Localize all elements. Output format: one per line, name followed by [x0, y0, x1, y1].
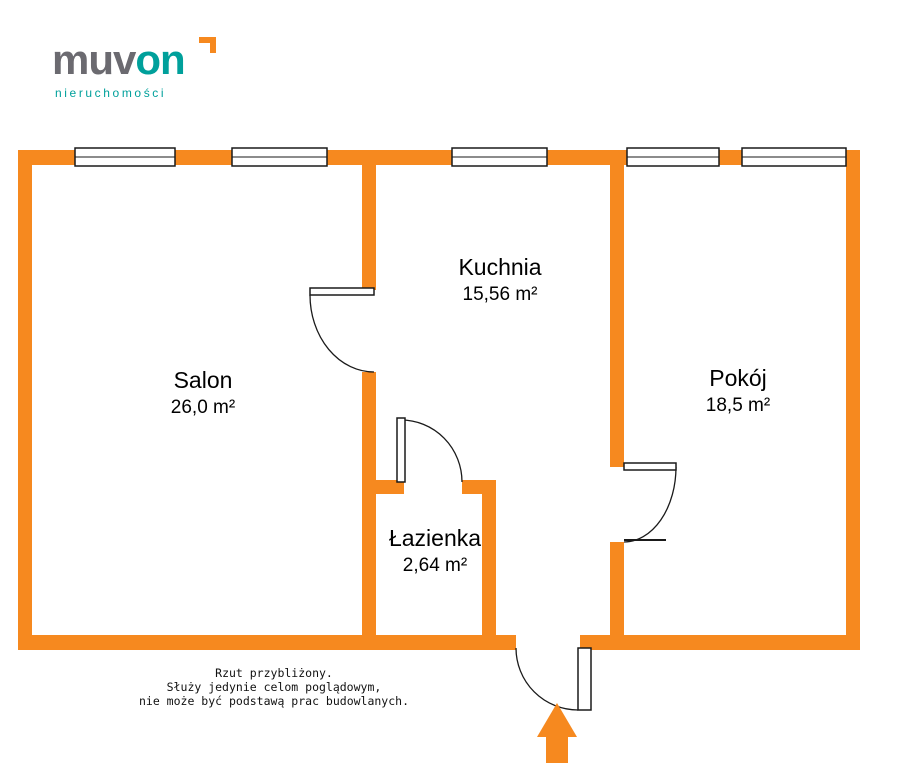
- wall-lazienka-top-left: [376, 480, 404, 494]
- door-leaf: [396, 417, 406, 483]
- brand-on: on: [135, 36, 185, 83]
- wall-salon-kuchnia-lower: [362, 372, 376, 650]
- wall-kuchnia-pokoj-lower: [610, 542, 624, 650]
- room-name: Pokój: [709, 365, 767, 391]
- window: [626, 147, 720, 167]
- room-name: Łazienka: [388, 525, 482, 551]
- room-area: 26,0 m²: [170, 397, 236, 418]
- brand-tagline: nieruchomości: [55, 86, 167, 100]
- logo-arrow-icon: [199, 37, 217, 53]
- door-lazienka: [396, 417, 463, 483]
- door-salon-kuchnia: [309, 287, 375, 373]
- disclaimer-line: nie może być podstawą prac budowlanych.: [138, 694, 410, 708]
- door-leaf: [623, 462, 677, 471]
- room-label-lazienka: Łazienka 2,64 m²: [389, 525, 481, 577]
- entrance-arrow-icon: [537, 703, 577, 763]
- wall-bottom-right: [580, 635, 860, 650]
- window: [741, 147, 847, 167]
- room-area: 15,56 m²: [462, 284, 538, 305]
- wall-left: [18, 150, 32, 650]
- room-label-pokoj: Pokój 18,5 m²: [706, 365, 770, 417]
- window: [231, 147, 328, 167]
- windows: [74, 147, 847, 167]
- door-arc: [623, 466, 677, 543]
- window: [74, 147, 176, 167]
- door-arc: [400, 419, 463, 483]
- wall-salon-kuchnia-upper: [362, 165, 376, 290]
- door-arc: [309, 294, 375, 373]
- room-label-salon: Salon 26,0 m²: [171, 367, 235, 419]
- door-leaf: [577, 647, 592, 711]
- disclaimer: Rzut przybliżony. Służy jedynie celom po…: [118, 666, 430, 708]
- room-name: Salon: [173, 367, 233, 393]
- doors: [309, 287, 677, 711]
- window: [451, 147, 548, 167]
- disclaimer-line: Rzut przybliżony.: [215, 666, 333, 680]
- interior-walls: [362, 165, 624, 650]
- room-name: Kuchnia: [458, 254, 542, 280]
- door-kuchnia-pokoj: [623, 462, 677, 543]
- wall-kuchnia-pokoj-upper: [610, 165, 624, 467]
- room-area: 2,64 m²: [402, 555, 468, 576]
- wall-bottom-left: [18, 635, 516, 650]
- brand-muv: muv: [52, 36, 136, 83]
- room-area: 18,5 m²: [705, 395, 771, 416]
- muvon-logo: muvon nieruchomości: [52, 36, 218, 100]
- door-arc: [515, 647, 579, 711]
- entrance-door: [515, 647, 592, 711]
- disclaimer-line: Służy jedynie celom poglądowym,: [166, 680, 382, 694]
- wall-lazienka-right: [482, 480, 496, 650]
- door-leaf: [309, 287, 375, 296]
- wall-right: [846, 150, 860, 650]
- room-label-kuchnia: Kuchnia 15,56 m²: [458, 254, 541, 306]
- brand-name: muvon: [52, 36, 218, 81]
